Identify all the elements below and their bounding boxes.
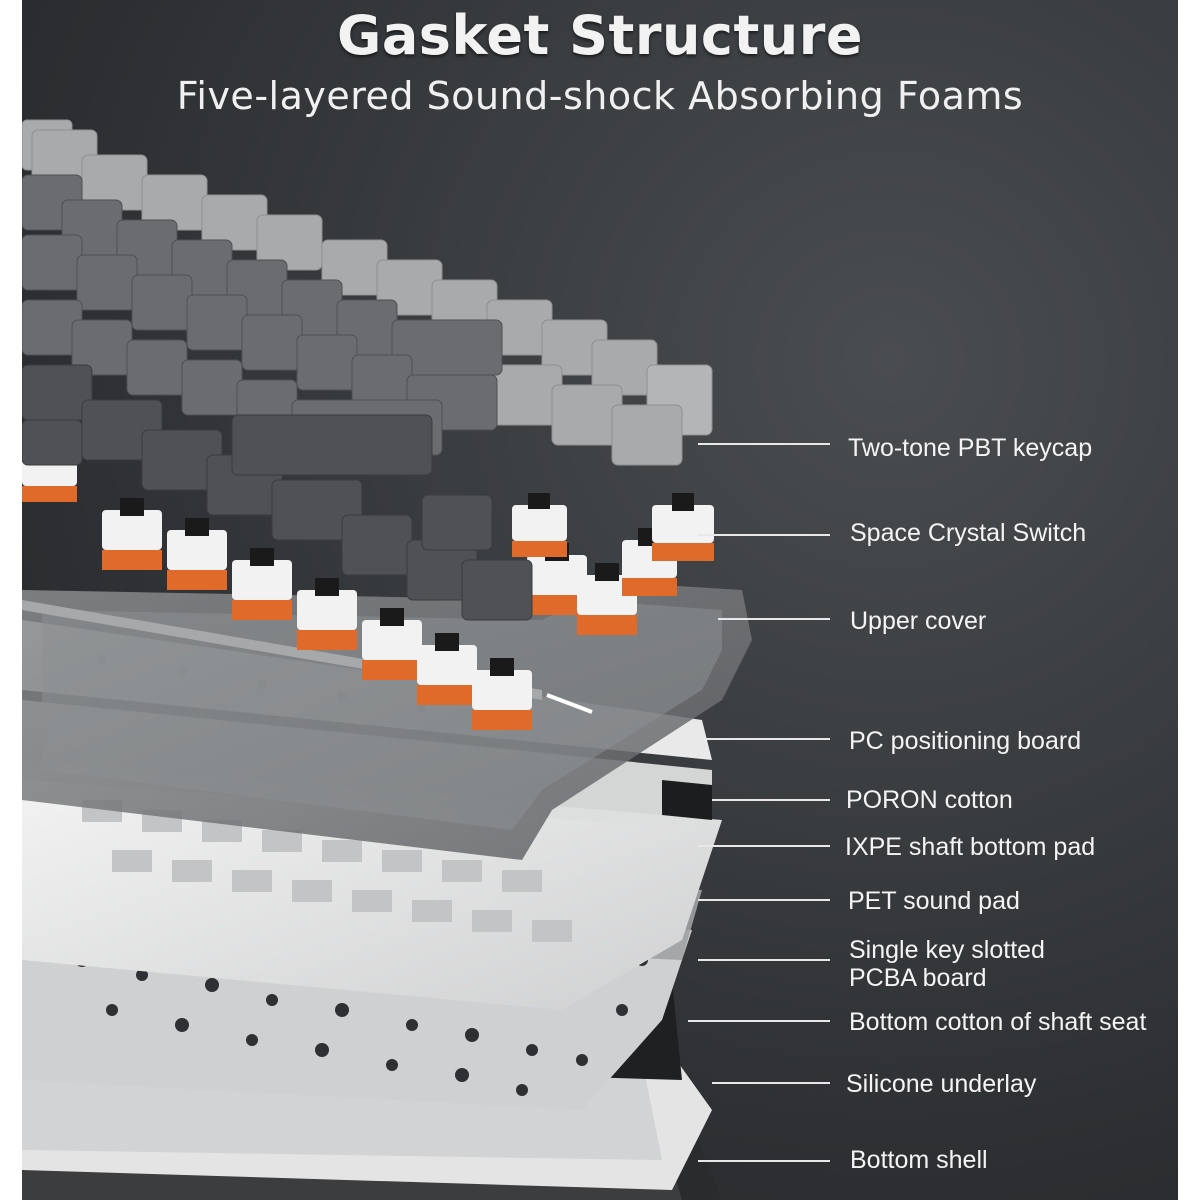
product-diagram-panel: Gasket Structure Five-layered Sound-shoc… — [22, 0, 1178, 1200]
keycaps-darkest — [22, 364, 533, 621]
label-pcba-line2: PCBA board — [849, 964, 987, 992]
label-poron: PORON cotton — [846, 786, 1013, 814]
led-strip — [546, 693, 593, 714]
leader-line — [698, 959, 830, 961]
leader-line — [718, 618, 830, 620]
leader-line — [698, 534, 830, 536]
label-pet: PET sound pad — [848, 887, 1020, 915]
ixpe-pad-layer — [22, 760, 722, 1010]
leader-line — [712, 1082, 830, 1084]
label-keycap: Two-tone PBT keycap — [848, 434, 1093, 462]
label-upper-cover: Upper cover — [850, 607, 987, 635]
label-pcba-line1: Single key slotted — [849, 936, 1045, 964]
leader-line — [698, 845, 830, 847]
leader-line — [698, 443, 830, 445]
leader-line — [712, 799, 830, 801]
page-subtitle: Five-layered Sound-shock Absorbing Foams — [176, 74, 1024, 118]
leader-line — [698, 899, 830, 901]
label-ixpe: IXPE shaft bottom pad — [845, 833, 1096, 861]
label-bottom-shell: Bottom shell — [850, 1146, 988, 1174]
leader-line — [698, 738, 830, 740]
label-switch: Space Crystal Switch — [850, 519, 1087, 547]
exploded-keyboard-illustration — [22, 119, 752, 1200]
label-silicone: Silicone underlay — [846, 1070, 1037, 1098]
label-pc-board: PC positioning board — [849, 727, 1082, 755]
leader-line — [698, 1160, 830, 1162]
label-bottom-cotton: Bottom cotton of shaft seat — [849, 1008, 1147, 1036]
switches-row — [22, 450, 714, 730]
leader-line — [688, 1020, 830, 1022]
page-title: Gasket Structure — [337, 4, 863, 67]
